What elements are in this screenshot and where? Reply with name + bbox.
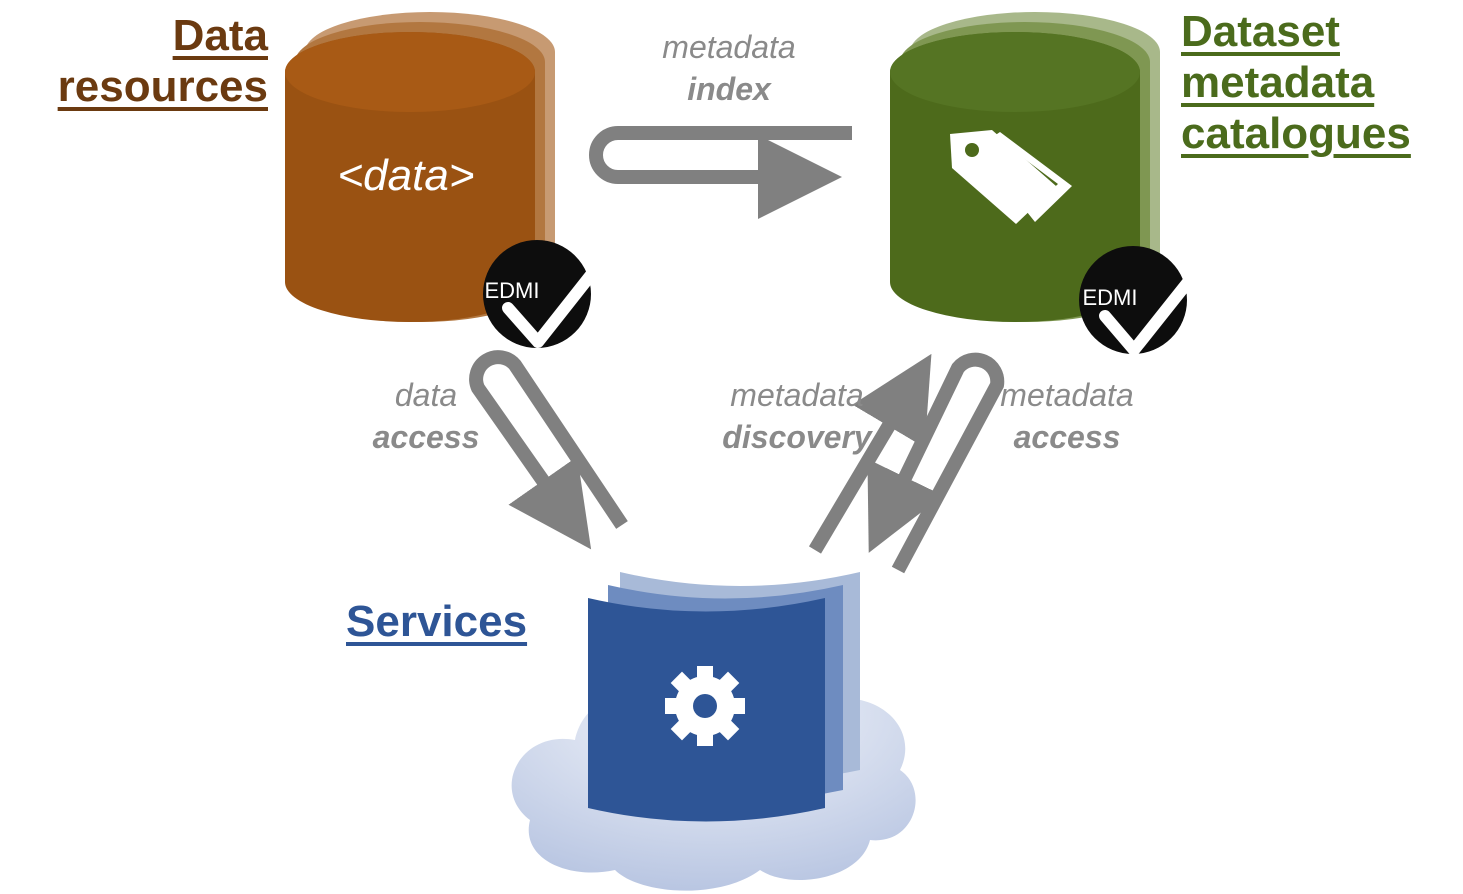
flow-label-line1: metadata	[662, 29, 796, 65]
services-title: Services	[346, 597, 528, 646]
flow-label-line2: discovery	[722, 419, 872, 455]
edmi-badge-right: EDMI	[1079, 246, 1202, 356]
data-resources-title-line1: Data	[172, 11, 268, 60]
catalogues-title-line3: catalogues	[1181, 109, 1411, 158]
flow-label-data-access: data access	[336, 374, 516, 458]
index-arrow	[589, 126, 852, 219]
discovery-arrow	[808, 353, 932, 554]
flow-label-line2: access	[372, 419, 480, 455]
flow-label-line1: metadata	[1000, 377, 1134, 413]
metadata-access-arrow	[867, 352, 1005, 574]
flow-label-metadata-access: metadata access	[962, 374, 1172, 458]
checkmark-icon	[1099, 266, 1202, 356]
flow-label-line1: data	[394, 377, 458, 413]
data-resources-title-line2: resources	[57, 62, 268, 111]
catalogues-title: Dataset metadata catalogues	[1181, 6, 1411, 159]
catalogues-title-line2: metadata	[1181, 58, 1375, 107]
gear-icon	[665, 666, 745, 746]
flow-label-metadata-discovery: metadata discovery	[702, 374, 892, 458]
data-resources-title: Data resources	[58, 10, 268, 112]
flow-label-line2: access	[1013, 419, 1121, 455]
tags-icon	[950, 130, 1072, 224]
data-access-arrow	[469, 350, 628, 550]
edmi-label-left: EDMI	[485, 278, 540, 303]
data-resources-cylinder	[285, 12, 555, 322]
flow-label-line1: metadata	[730, 377, 864, 413]
edmi-badge-left: EDMI	[483, 240, 604, 348]
checkmark-icon	[502, 260, 604, 348]
flow-label-line2: index	[687, 71, 771, 107]
flow-label-metadata-index: metadata index	[618, 26, 840, 110]
data-store-label: <data>	[337, 151, 474, 200]
catalogues-title-line1: Dataset	[1181, 7, 1340, 56]
edmi-label-right: EDMI	[1083, 285, 1138, 310]
